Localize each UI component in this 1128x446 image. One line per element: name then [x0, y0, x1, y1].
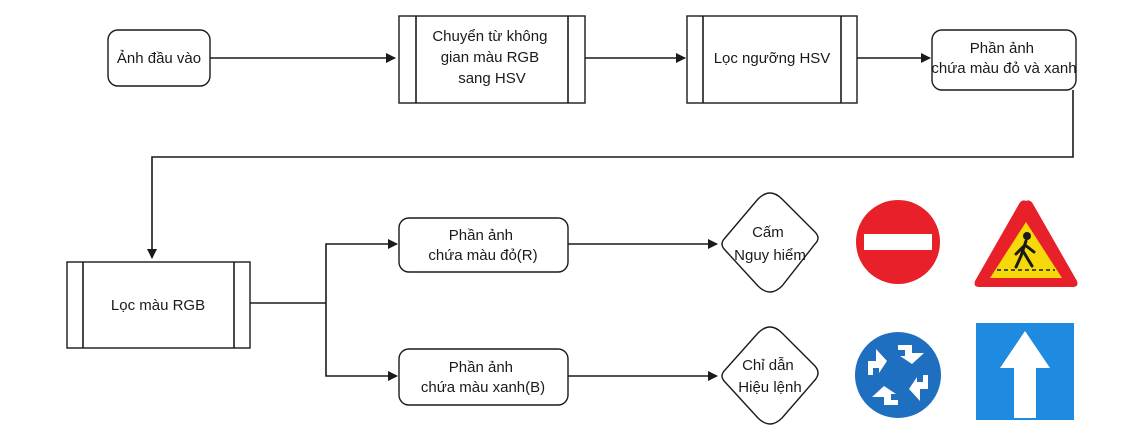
arrow-split-to-red [325, 239, 398, 303]
rgb-filter-process: Lọc màu RGB [66, 261, 251, 349]
input-image-node: Ảnh đầu vào [107, 29, 211, 87]
pedestrian-crossing-warning-icon [974, 200, 1078, 287]
prohibit-danger-decision: Cấm Nguy hiểm [721, 192, 819, 293]
red-region-node: Phần ảnh chứa màu đỏ(R) [398, 217, 569, 273]
arrow-split-to-blue [325, 303, 398, 381]
input-image-label: Ảnh đầu vào [117, 50, 201, 67]
hsv-threshold-label: Lọc ngưỡng HSV [714, 50, 831, 67]
red-blue-region-node: Phần ảnh chứa màu đỏ và xanh [931, 29, 1077, 91]
hsv-threshold-process: Lọc ngưỡng HSV [686, 15, 858, 104]
roundabout-sign-icon [855, 332, 941, 418]
no-entry-sign-icon [856, 200, 940, 284]
blue-region-label: Phần ảnh chứa màu xanh(B) [421, 359, 545, 396]
one-way-ahead-sign-icon [976, 323, 1074, 420]
red-region-label: Phần ảnh chứa màu đỏ(R) [428, 227, 537, 264]
red-blue-region-label: Phần ảnh chứa màu đỏ và xanh [931, 40, 1076, 77]
rgb-to-hsv-label: Chuyển từ không gian màu RGB sang HSV [432, 28, 551, 87]
guide-command-label: Chỉ dẫn Hiệu lệnh [738, 357, 801, 396]
connectors [147, 53, 1074, 381]
arrow-region-to-rgb-filter [147, 90, 1074, 259]
blue-region-node: Phần ảnh chứa màu xanh(B) [398, 348, 569, 406]
prohibit-danger-label: Cấm Nguy hiểm [734, 224, 806, 264]
rgb-to-hsv-process: Chuyển từ không gian màu RGB sang HSV [398, 15, 586, 104]
rgb-filter-label: Lọc màu RGB [111, 297, 205, 314]
guide-command-decision: Chỉ dẫn Hiệu lệnh [721, 326, 819, 425]
